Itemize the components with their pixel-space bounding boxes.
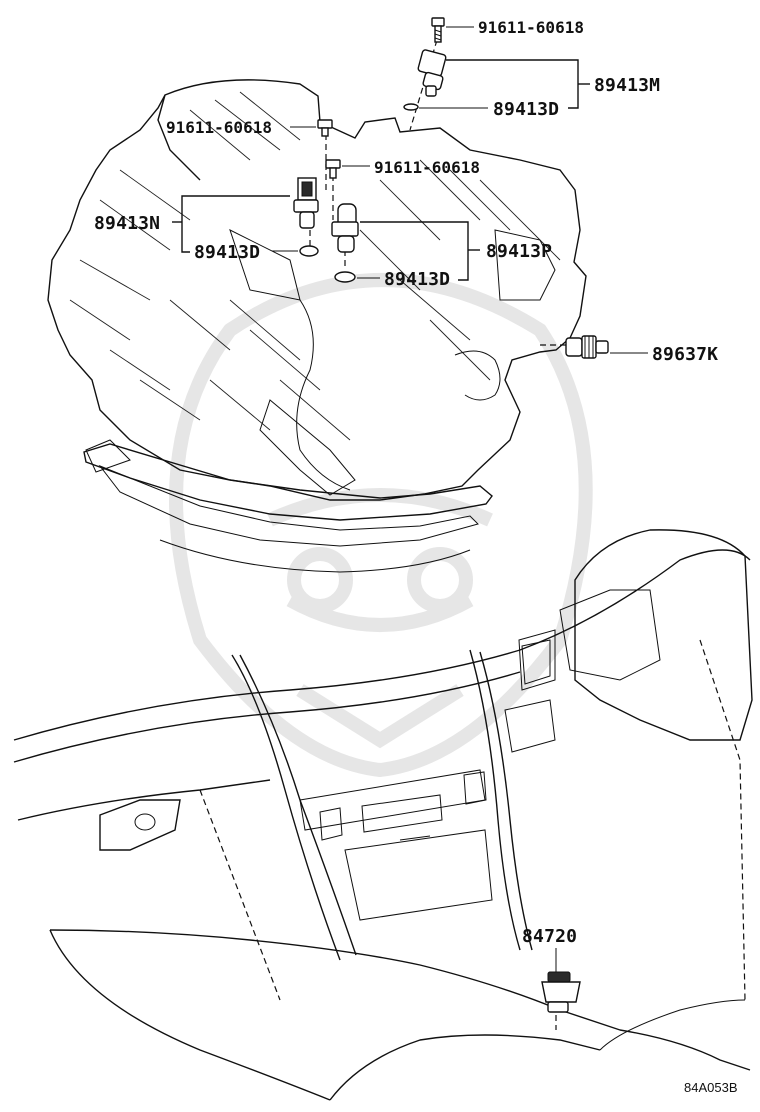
vehicle-interior — [13, 529, 753, 1101]
oring-n[interactable] — [299, 245, 319, 257]
speed-sensor-n[interactable] — [293, 177, 319, 229]
reference-code: 84A053B — [684, 1080, 738, 1095]
label-oring-n: 89413D — [194, 242, 260, 263]
label-switch-84720: 84720 — [522, 926, 577, 947]
switch-k[interactable] — [565, 335, 609, 359]
label-oring-m: 89413D — [493, 99, 559, 120]
transmission-housing — [47, 79, 587, 501]
label-oring-p: 89413D — [384, 269, 450, 290]
speed-sensor-m[interactable] — [417, 49, 447, 97]
label-switch-k: 89637K — [652, 344, 718, 365]
bracket-n — [181, 195, 290, 253]
label-sensor-m: 89413M — [594, 75, 660, 96]
label-sensor-n: 89413N — [94, 213, 160, 234]
label-sensor-p: 89413P — [486, 241, 552, 262]
oring-p[interactable] — [334, 271, 356, 283]
speed-sensor-p[interactable] — [331, 203, 359, 253]
bolt-mid[interactable] — [325, 159, 341, 179]
bolt-top[interactable] — [431, 17, 445, 43]
bracket-p — [360, 221, 469, 281]
label-bolt-top: 91611-60618 — [478, 18, 584, 37]
oil-pan — [83, 443, 493, 573]
oring-m[interactable] — [403, 103, 419, 111]
switch-84720[interactable] — [541, 971, 581, 1013]
label-bolt-left: 91611-60618 — [166, 118, 272, 137]
bolt-left[interactable] — [317, 119, 333, 137]
label-bolt-mid: 91611-60618 — [374, 158, 480, 177]
watermark-logo — [169, 273, 593, 778]
